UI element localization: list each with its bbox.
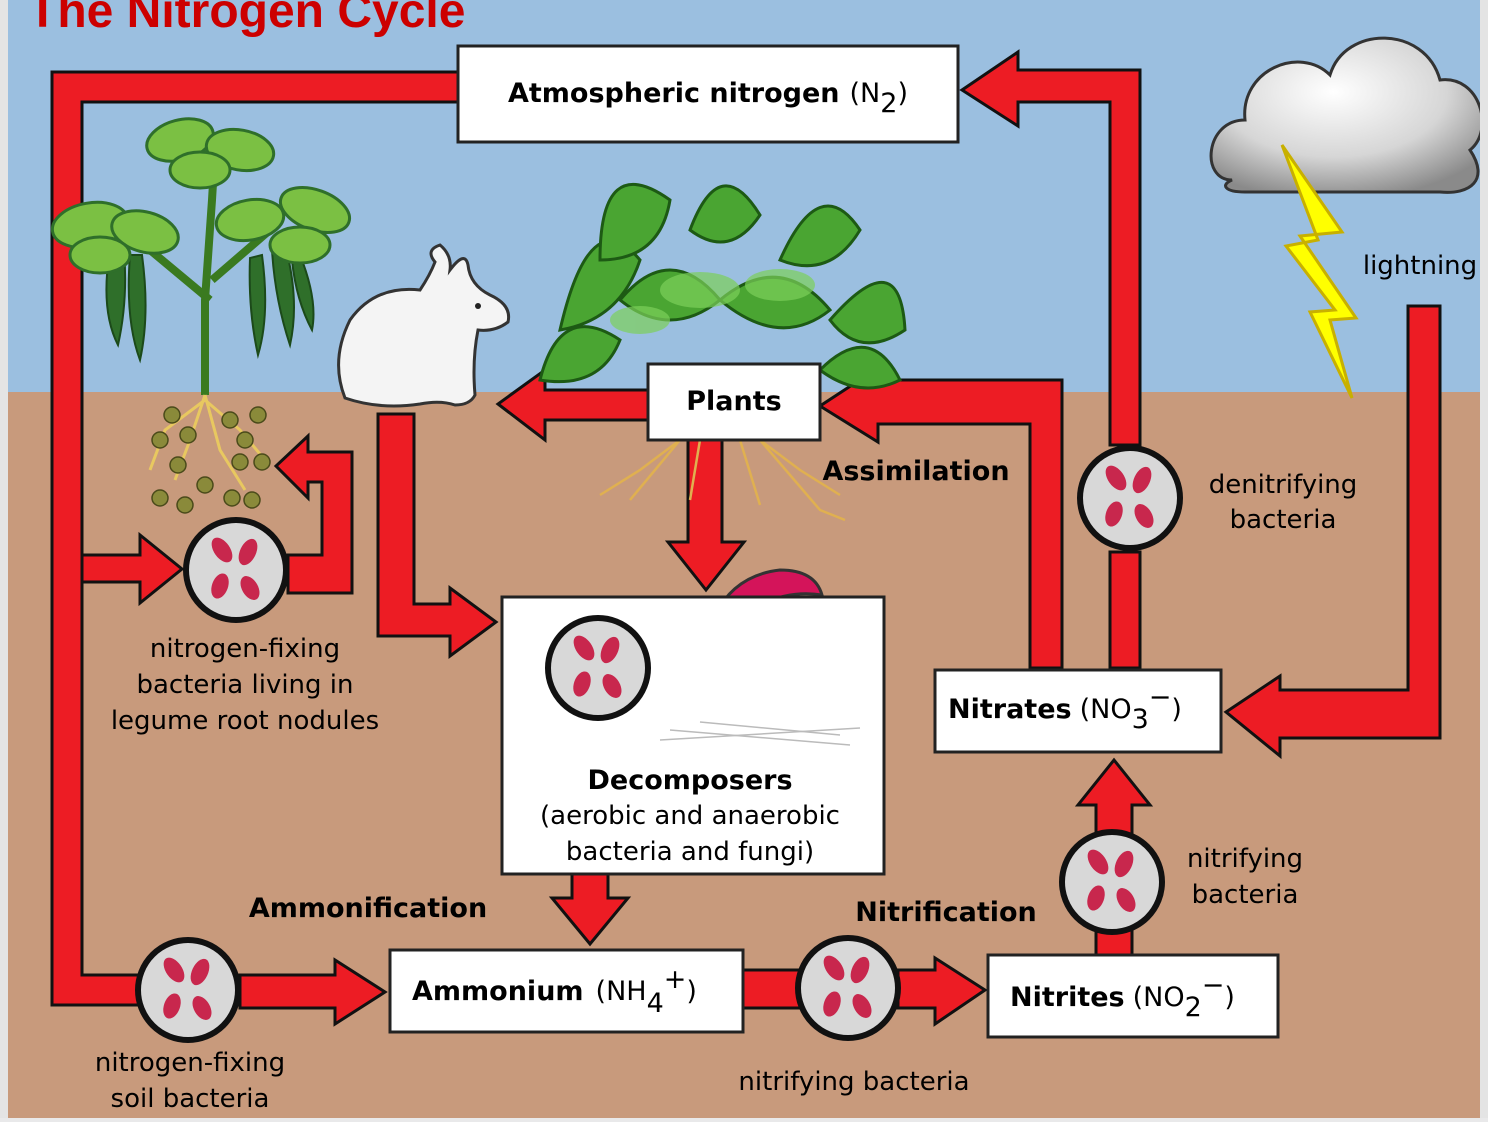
nitrites-box: Nitrites(NO2−) bbox=[988, 955, 1278, 1037]
nitrifying-bottom-label: nitrifying bacteria bbox=[738, 1067, 969, 1097]
decomposers-title: Decomposers bbox=[587, 765, 792, 796]
nitrifying-upper-label-line2: bacteria bbox=[1192, 880, 1299, 910]
plants-label: Plants bbox=[686, 386, 781, 417]
legume-label-line3: legume root nodules bbox=[111, 706, 379, 736]
ammonification-label: Ammonification bbox=[249, 893, 487, 924]
page-title: The Nitrogen Cycle bbox=[28, 0, 465, 42]
denitrifying-label-line2: bacteria bbox=[1230, 505, 1337, 535]
soil-bacteria-label-line2: soil bacteria bbox=[111, 1084, 270, 1114]
right-frame bbox=[1480, 0, 1488, 1118]
arrow-nitrates-up bbox=[1110, 552, 1140, 668]
nitrifying-bacteria-upper-icon bbox=[1062, 832, 1162, 932]
atmospheric-name: Atmospheric nitrogen bbox=[508, 78, 840, 109]
atmospheric-nitrogen-box: Atmospheric nitrogen(N2) bbox=[458, 46, 958, 142]
denitrifying-bacteria-icon bbox=[1080, 448, 1180, 548]
decomposers-line1: (aerobic and anaerobic bbox=[540, 801, 840, 831]
arrow-ammonium-right bbox=[743, 970, 800, 1008]
nitrates-box: Nitrates(NO3−) bbox=[935, 670, 1221, 752]
decomposer-bacteria-icon bbox=[548, 618, 648, 718]
nitrifying-bacteria-bottom-icon bbox=[798, 938, 898, 1038]
nitrification-label: Nitrification bbox=[855, 897, 1037, 928]
left-frame bbox=[0, 0, 8, 1118]
ammonium-box: Ammonium(NH4+) bbox=[390, 950, 743, 1032]
legume-label-line1: nitrogen-fixing bbox=[150, 634, 340, 664]
denitrifying-label-line1: denitrifying bbox=[1209, 470, 1358, 500]
nitrifying-upper-label-line1: nitrifying bbox=[1187, 844, 1303, 874]
assimilation-label: Assimilation bbox=[822, 456, 1009, 487]
soil-bacteria-icon bbox=[138, 940, 238, 1040]
plants-box: Plants bbox=[648, 364, 820, 440]
nitrites-name: Nitrites bbox=[1010, 982, 1125, 1013]
ammonium-name: Ammonium bbox=[412, 976, 584, 1007]
legume-bacteria-icon bbox=[186, 520, 286, 620]
lightning-label: lightning bbox=[1363, 251, 1477, 281]
soil-bacteria-label-line1: nitrogen-fixing bbox=[95, 1048, 285, 1078]
legume-label-line2: bacteria living in bbox=[136, 670, 353, 700]
decomposers-line2: bacteria and fungi) bbox=[566, 837, 814, 867]
nitrates-name: Nitrates bbox=[948, 694, 1072, 725]
